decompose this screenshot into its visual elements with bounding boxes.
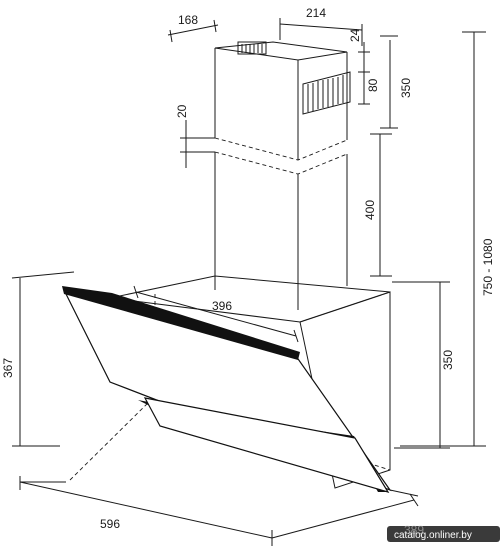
label-total-height: 750 - 1080	[481, 238, 495, 296]
dim-hood-width: 596	[19, 476, 273, 546]
chimney-upper	[214, 41, 351, 160]
glass-panel	[62, 286, 392, 494]
label-chimney-width: 214	[306, 6, 326, 20]
dim-body-width: 396	[133, 285, 299, 343]
dim-vent-offset: 24	[348, 28, 370, 72]
label-hood-height-right: 350	[441, 350, 455, 370]
label-hood-depth: 389	[404, 523, 424, 537]
dim-hood-height-right: 350	[392, 281, 455, 449]
label-hood-width: 596	[100, 517, 120, 531]
dim-vent-height: 80	[358, 71, 380, 105]
label-hood-height-left: 367	[1, 358, 15, 378]
label-vent-offset: 24	[348, 28, 362, 42]
dim-chimney-depth: 168	[167, 13, 219, 43]
dim-upper-chimney-height: 350	[380, 35, 413, 129]
label-chimney-depth: 168	[178, 13, 198, 27]
label-body-width: 396	[212, 299, 232, 313]
dim-lower-chimney-height: 400	[363, 133, 392, 277]
right-vent-slots	[302, 71, 351, 115]
left-vent-slots	[237, 41, 267, 55]
dim-overlap: 20	[175, 104, 215, 168]
label-overlap: 20	[175, 104, 189, 118]
label-lower-chimney-height: 400	[363, 200, 377, 220]
label-upper-chimney-height: 350	[399, 78, 413, 98]
dim-chimney-width: 214	[279, 6, 363, 46]
dim-total-height: 750 - 1080	[400, 31, 495, 447]
watermark: catalog.onliner.by 389	[387, 523, 500, 542]
dim-hood-depth	[271, 489, 419, 539]
chimney-lower	[214, 137, 348, 310]
label-vent-height: 80	[366, 78, 380, 92]
dim-hood-height-left: 367	[1, 271, 75, 447]
watermark-text: catalog.onliner.by	[394, 530, 472, 541]
